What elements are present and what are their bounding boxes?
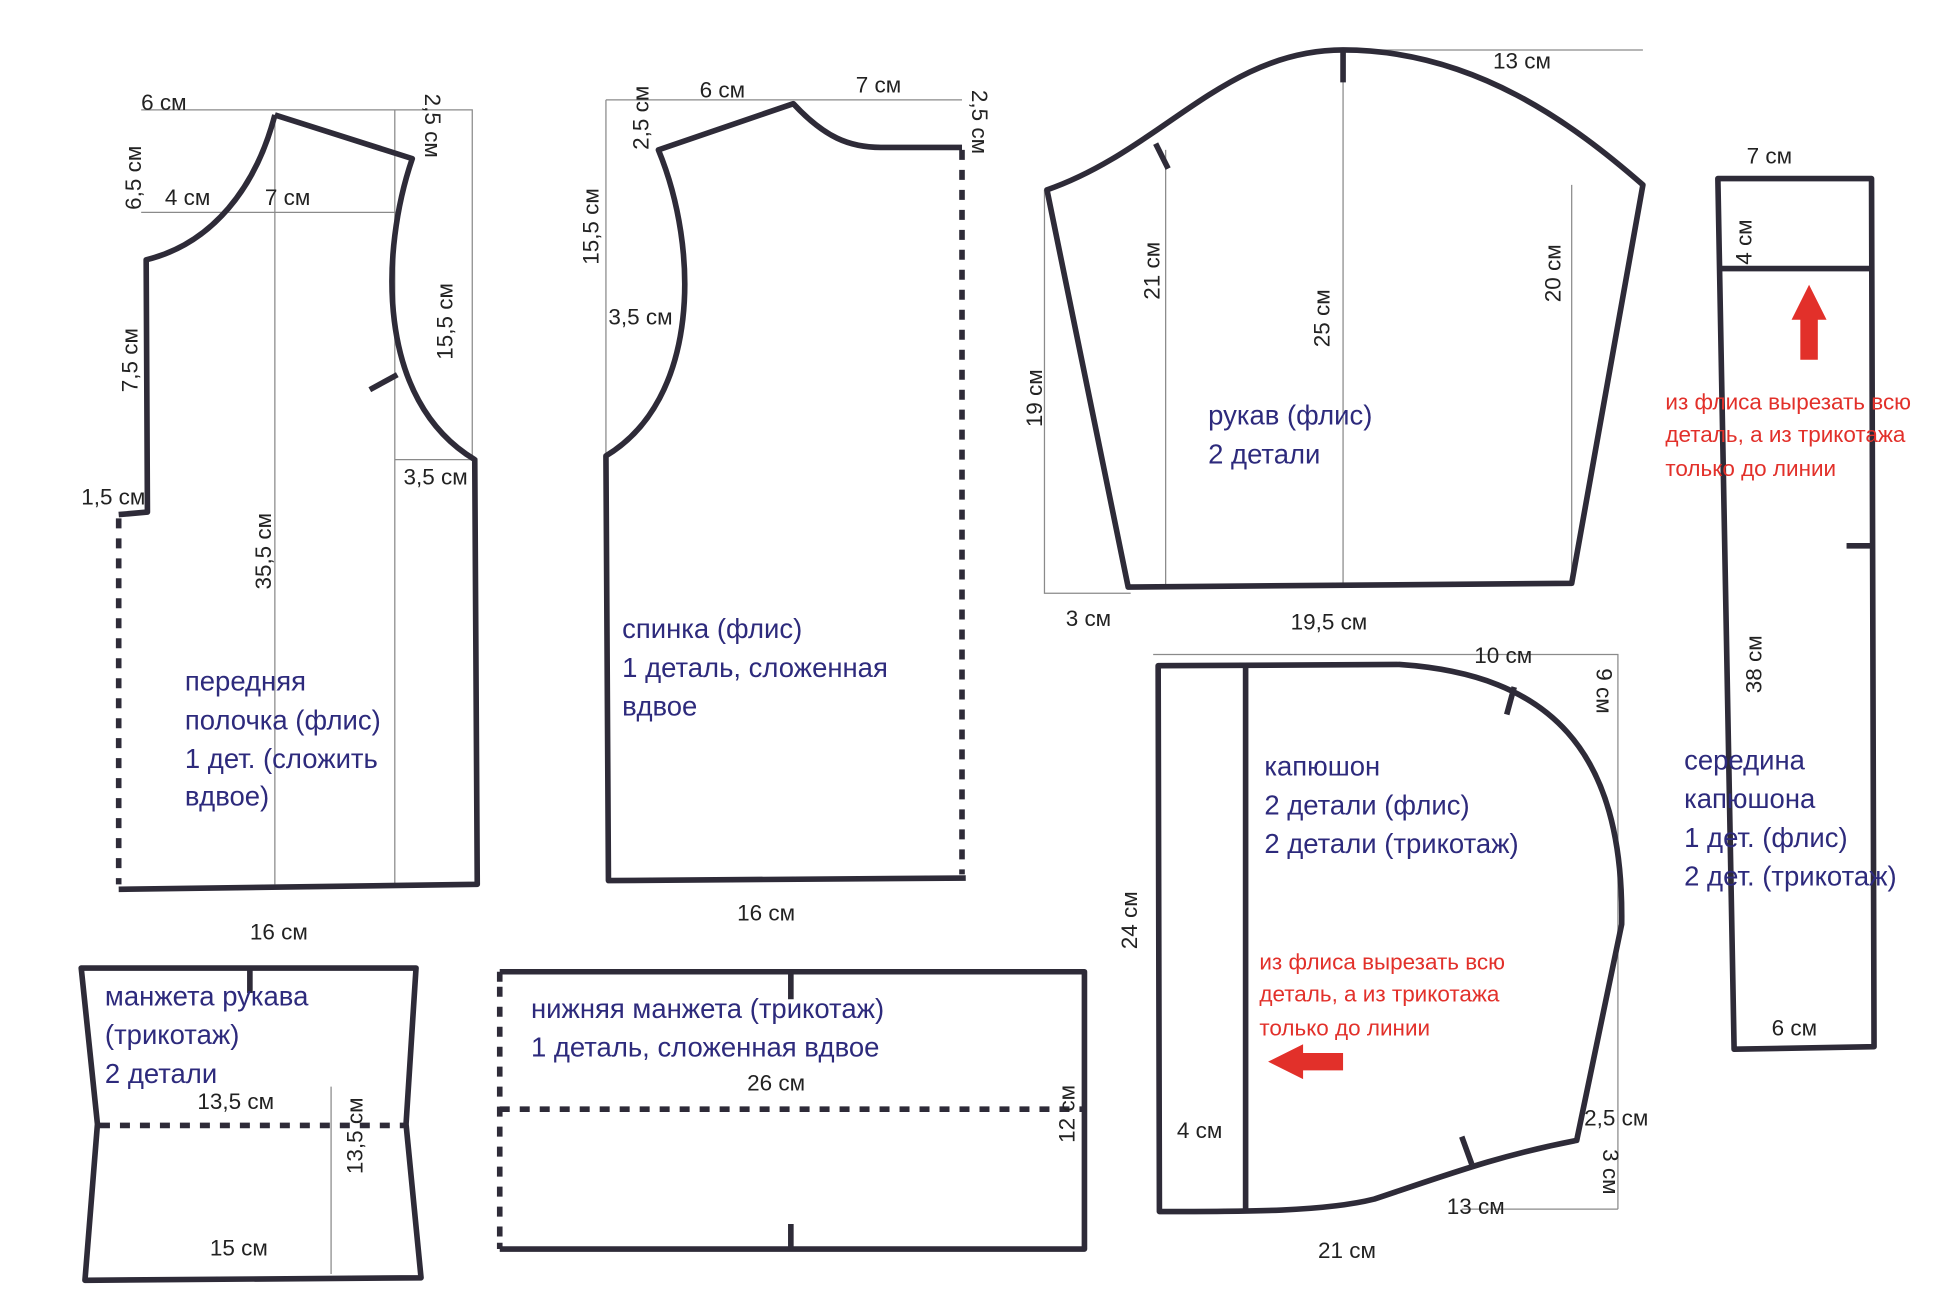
dim: 13 см bbox=[1447, 1194, 1505, 1219]
dim: 4 см bbox=[1177, 1118, 1222, 1143]
back-piece: 6 см 7 см 2,5 см 2,5 см 15,5 см 3,5 см 1… bbox=[578, 72, 992, 925]
piece-label: передняя bbox=[185, 666, 306, 697]
dim: 16 см bbox=[737, 901, 795, 926]
sleeve-outline bbox=[1044, 47, 1646, 590]
dim: 7 см bbox=[1747, 144, 1792, 169]
cutting-note: деталь, а из трикотажа bbox=[1259, 982, 1500, 1007]
dim: 10 см bbox=[1474, 643, 1532, 668]
hood-inner-line bbox=[1242, 665, 1517, 1212]
piece-label: вдвое bbox=[622, 691, 697, 722]
sleeve-guides bbox=[1043, 49, 1643, 594]
piece-label: нижняя манжета (трикотаж) bbox=[531, 993, 884, 1024]
dim: 21 см bbox=[1318, 1238, 1376, 1263]
bottom-band-piece: 26 см 12 см нижняя манжета (трикотаж) 1 … bbox=[496, 968, 1088, 1252]
dim: 6 см bbox=[1772, 1015, 1817, 1040]
dim: 3,5 см bbox=[404, 465, 468, 490]
piece-label: рукав (флис) bbox=[1208, 400, 1372, 431]
cuff-outline bbox=[78, 965, 424, 1284]
dim: 21 см bbox=[1139, 242, 1164, 300]
dim: 6 см bbox=[700, 77, 745, 102]
hood-piece: 10 см 9 см 24 см 4 см 2,5 см 3 см 13 см … bbox=[1117, 643, 1648, 1263]
dim: 7 см bbox=[265, 185, 310, 210]
dim: 1,5 см bbox=[81, 485, 145, 510]
dim: 3 см bbox=[1066, 606, 1111, 631]
sleeve-piece: 13 см 21 см 25 см 20 см 19 см 3 см 19,5 … bbox=[1022, 47, 1646, 635]
dim: 3 см bbox=[1598, 1149, 1623, 1194]
piece-label: 2 детали (флис) bbox=[1264, 789, 1469, 820]
sleeve-cuff-piece: 13,5 см 13,5 см 15 см манжета рукава (тр… bbox=[78, 965, 424, 1284]
piece-label: 1 деталь, сложенная вдвое bbox=[531, 1032, 879, 1063]
dim: 2,5 см bbox=[1584, 1105, 1648, 1130]
cutting-note: только до линии bbox=[1259, 1015, 1430, 1040]
dim: 13,5 см bbox=[342, 1097, 367, 1174]
piece-label: 2 детали bbox=[1208, 438, 1320, 469]
piece-label: 2 детали bbox=[105, 1058, 217, 1089]
hood-center-outline bbox=[1715, 175, 1877, 1053]
hood-center-piece: 7 см 4 см 38 см 6 см из флиса вырезать в… bbox=[1665, 144, 1911, 1053]
cutting-note: деталь, а из трикотажа bbox=[1665, 422, 1906, 447]
dim: 9 см bbox=[1592, 668, 1617, 713]
dim: 38 см bbox=[1742, 635, 1767, 693]
front-piece: 6 см 2,5 см 6,5 см 4 см 7 см 15,5 см 7,5… bbox=[81, 90, 481, 944]
dim: 6 см bbox=[141, 90, 186, 115]
dim: 26 см bbox=[747, 1070, 805, 1095]
dim: 15,5 см bbox=[578, 188, 603, 265]
dim: 2,5 см bbox=[420, 94, 445, 158]
dim: 7,5 см bbox=[117, 328, 142, 392]
dim: 16 см bbox=[250, 919, 308, 944]
dim: 20 см bbox=[1540, 244, 1565, 302]
dim: 19 см bbox=[1022, 369, 1047, 427]
dim: 4 см bbox=[165, 185, 210, 210]
dim: 13 см bbox=[1493, 49, 1551, 74]
dim: 3,5 см bbox=[608, 305, 672, 330]
dim: 15 см bbox=[210, 1235, 268, 1260]
back-guides bbox=[605, 99, 963, 456]
dim: 35,5 см bbox=[251, 513, 276, 590]
dim: 6,5 см bbox=[121, 146, 146, 210]
sleeve-notches bbox=[1153, 49, 1346, 170]
piece-label: капюшона bbox=[1684, 783, 1816, 814]
cutting-note: из флиса вырезать всю bbox=[1259, 949, 1505, 974]
hood-outline bbox=[1155, 661, 1625, 1215]
band-fold-line bbox=[496, 986, 1085, 1243]
piece-label: манжета рукава bbox=[105, 980, 309, 1011]
piece-label: вдвое) bbox=[185, 781, 269, 812]
front-guides bbox=[141, 109, 475, 885]
piece-label: середина bbox=[1684, 744, 1806, 775]
dim: 4 см bbox=[1732, 219, 1757, 264]
dim: 13,5 см bbox=[197, 1089, 274, 1114]
arrow-left-icon bbox=[1268, 1044, 1344, 1080]
piece-label: 1 дет. (сложить bbox=[185, 743, 378, 774]
dim: 2,5 см bbox=[967, 90, 992, 154]
cutting-note: только до линии bbox=[1665, 456, 1836, 481]
back-outline bbox=[603, 100, 966, 884]
piece-label: 1 деталь, сложенная bbox=[622, 652, 888, 683]
front-outline bbox=[118, 112, 481, 893]
dim: 2,5 см bbox=[628, 86, 653, 150]
dim: 25 см bbox=[1309, 289, 1334, 347]
front-notch bbox=[368, 372, 399, 393]
piece-label: полочка (флис) bbox=[185, 704, 381, 735]
hood-guides bbox=[1153, 653, 1619, 1210]
piece-label: 2 дет. (трикотаж) bbox=[1684, 861, 1897, 892]
piece-label: 1 дет. (флис) bbox=[1684, 822, 1848, 853]
piece-label: (трикотаж) bbox=[105, 1019, 239, 1050]
dim: 24 см bbox=[1117, 891, 1142, 949]
cutting-note: из флиса вырезать всю bbox=[1665, 390, 1911, 415]
piece-label: спинка (флис) bbox=[622, 613, 802, 644]
piece-label: капюшон bbox=[1264, 751, 1380, 782]
piece-label: 2 детали (трикотаж) bbox=[1264, 828, 1518, 859]
dim: 15,5 см bbox=[432, 283, 457, 360]
dim: 19,5 см bbox=[1291, 610, 1368, 635]
dim: 12 см bbox=[1054, 1085, 1079, 1143]
arrow-up-icon bbox=[1791, 284, 1827, 360]
dim: 7 см bbox=[856, 72, 901, 97]
